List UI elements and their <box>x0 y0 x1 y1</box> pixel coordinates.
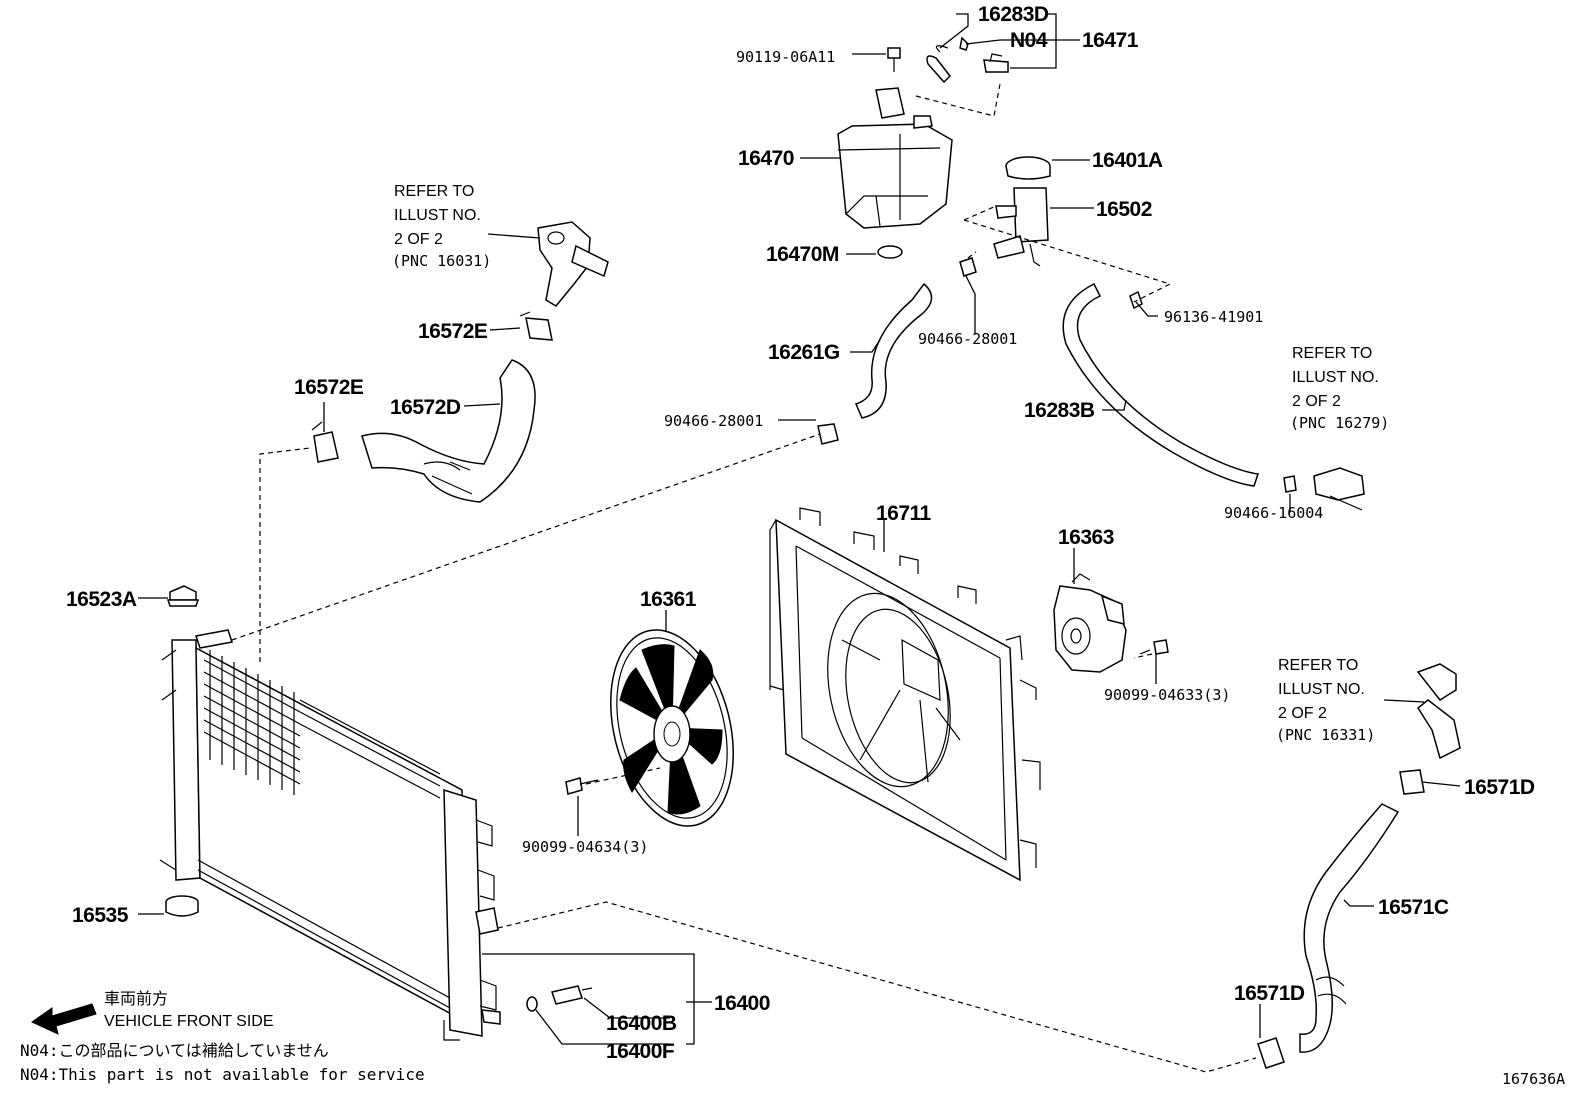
refer-line: REFER TO <box>1292 345 1372 362</box>
refer-line: 2 OF 2 <box>1278 705 1327 722</box>
label-90119-06A11: 90119-06A11 <box>736 48 835 66</box>
label-16523A: 16523A <box>66 588 137 611</box>
leader-lines <box>138 13 1461 1045</box>
label-16535: 16535 <box>72 904 129 927</box>
fan-16361 <box>609 629 735 827</box>
fitting-pnc-16331 <box>1416 663 1461 760</box>
refer-note-pnc-16331: REFER TO ILLUST NO. 2 OF 2 (PNC 16331) <box>1276 657 1375 744</box>
label-16572E-lower: 16572E <box>294 376 364 399</box>
refer-note-pnc-16031: REFER TO ILLUST NO. 2 OF 2 (PNC 16031) <box>392 183 491 270</box>
refer-line: ILLUST NO. <box>394 207 481 224</box>
label-16571D-lower: 16571D <box>1234 982 1305 1005</box>
radiator-illustration <box>159 629 501 1041</box>
bolt-90099-04633 <box>1139 639 1169 655</box>
note-n04-jp: N04:この部品については補給していません <box>20 1041 329 1060</box>
refer-line: REFER TO <box>394 183 474 200</box>
note-n04-en: N04:This part is not available for servi… <box>20 1065 425 1084</box>
label-90466-16004: 90466-16004 <box>1224 504 1323 522</box>
label-96136-41901: 96136-41901 <box>1164 308 1263 326</box>
label-16571C: 16571C <box>1378 896 1449 919</box>
label-16283B: 16283B <box>1024 399 1095 422</box>
label-16400B: 16400B <box>606 1012 677 1035</box>
label-16400: 16400 <box>714 992 770 1015</box>
refer-line: (PNC 16031) <box>392 252 491 270</box>
clamp-90466-16004 <box>1283 475 1297 493</box>
reservoir-cap-16471 <box>983 53 1009 73</box>
radiator-cushion-16535 <box>165 895 199 917</box>
clamp-90466-28001-upper <box>959 257 977 277</box>
hose-16283B <box>1062 282 1259 487</box>
clamp-16572E-lower <box>311 421 339 463</box>
label-16400F: 16400F <box>606 1040 675 1063</box>
front-side-jp: 車両前方 <box>104 990 168 1008</box>
fitting-pnc-16031 <box>537 221 609 307</box>
clip-96136-41901 <box>1129 290 1143 310</box>
refer-note-pnc-16279: REFER TO ILLUST NO. 2 OF 2 (PNC 16279) <box>1290 345 1389 432</box>
fan-shroud-16711 <box>769 507 1041 882</box>
o-ring-16400F <box>526 996 538 1012</box>
reservoir-16470 <box>837 87 953 229</box>
label-16363: 16363 <box>1058 526 1114 549</box>
hose-16261G <box>854 282 933 419</box>
grommet-16470M <box>877 245 903 259</box>
refer-line: REFER TO <box>1278 657 1358 674</box>
refer-line: (PNC 16331) <box>1276 726 1375 744</box>
refer-line: ILLUST NO. <box>1278 681 1365 698</box>
label-16470: 16470 <box>738 147 794 170</box>
clamp-16571D-lower <box>1257 1037 1285 1069</box>
illustration-code: 167636A <box>1502 1070 1565 1088</box>
drain-plug-16400B <box>551 985 593 1005</box>
label-16470M: 16470M <box>766 243 839 266</box>
label-16572D: 16572D <box>390 396 461 419</box>
label-16361: 16361 <box>640 588 697 611</box>
front-arrow-icon <box>31 1003 97 1035</box>
label-16502: 16502 <box>1096 198 1152 221</box>
fan-motor-16363 <box>1053 573 1127 673</box>
bolt-90119-06A11 <box>887 47 901 72</box>
fitting-pnc-16279 <box>1313 467 1365 511</box>
dashed-guides <box>231 83 1257 1073</box>
part-labels: 16283D N04 16471 90119-06A11 16470 16401… <box>66 3 1565 1088</box>
label-16283D: 16283D <box>978 3 1049 26</box>
label-16401A: 16401A <box>1092 149 1163 172</box>
hose-16572D <box>361 359 536 503</box>
clamp-16571D-upper <box>1399 769 1425 795</box>
label-90099-04633: 90099-04633(3) <box>1104 686 1230 704</box>
clamp-16572E-upper <box>519 311 553 341</box>
hose-16283D <box>926 45 951 84</box>
refer-line: ILLUST NO. <box>1292 369 1379 386</box>
clip-N04 <box>959 36 969 51</box>
label-16571D-upper: 16571D <box>1464 776 1535 799</box>
clamp-90466-28001-lower <box>817 423 839 445</box>
cap-16401A <box>1005 156 1051 180</box>
refer-line: 2 OF 2 <box>394 231 443 248</box>
legend: 車両前方 VEHICLE FRONT SIDE N04:この部品については補給し… <box>20 990 425 1084</box>
label-90466-28001-lower: 90466-28001 <box>664 412 763 430</box>
radiator-cap-16523A <box>166 585 200 607</box>
filler-neck-16502 <box>993 187 1049 267</box>
label-16471: 16471 <box>1082 29 1139 52</box>
label-90099-04634: 90099-04634(3) <box>522 838 648 856</box>
refer-line: (PNC 16279) <box>1290 414 1389 432</box>
label-16711: 16711 <box>876 502 932 525</box>
label-N04: N04 <box>1010 29 1048 52</box>
front-side-en: VEHICLE FRONT SIDE <box>104 1013 274 1030</box>
label-90466-28001-upper: 90466-28001 <box>918 330 1017 348</box>
label-16572E-upper: 16572E <box>418 320 488 343</box>
hose-16571C <box>1299 803 1400 1053</box>
label-16261G: 16261G <box>768 341 840 364</box>
refer-line: 2 OF 2 <box>1292 393 1341 410</box>
bolt-90099-04634 <box>565 777 599 795</box>
